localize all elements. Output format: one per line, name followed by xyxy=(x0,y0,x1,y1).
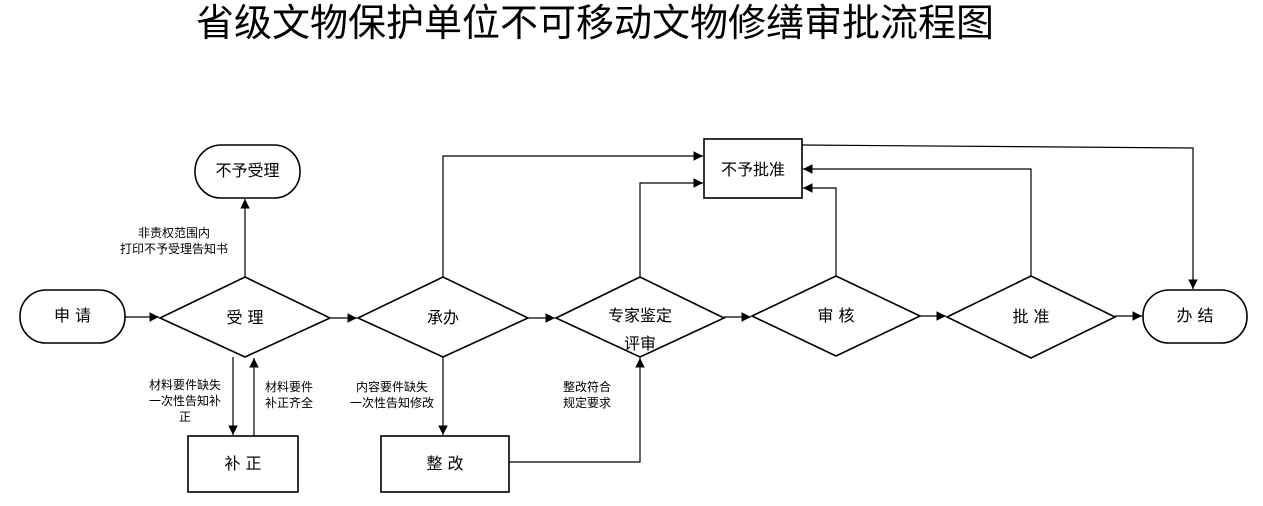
rectify-label: 整 改 xyxy=(426,454,464,473)
expert-review-label-2: 评审 xyxy=(623,334,656,353)
edge-rectify-expert xyxy=(509,358,645,463)
approve-label: 批 准 xyxy=(1012,307,1050,326)
not-approve-node xyxy=(703,138,803,199)
complete-node xyxy=(1142,289,1248,344)
correct-node xyxy=(187,435,299,493)
reject-accept-node xyxy=(194,144,301,199)
approve-node xyxy=(945,275,1117,359)
apply-label: 申 请 xyxy=(53,306,92,325)
complete-label: 办 结 xyxy=(1176,306,1214,325)
audit-label: 审 核 xyxy=(817,306,855,325)
edge-audit-not-approve xyxy=(803,183,837,276)
expert-review-label-1: 专家鉴定 xyxy=(607,306,672,325)
undertake-label: 承办 xyxy=(426,308,459,327)
edge-expert-not-approve xyxy=(639,178,703,277)
not-approve-label: 不予批准 xyxy=(720,160,785,179)
page-title: 省级文物保护单位不可移动文物修缮审批流程图 xyxy=(195,1,994,45)
reject-accept-label: 不予受理 xyxy=(215,161,280,180)
out-of-scope-note: 非责权范围内 打印不予受理告知书 xyxy=(119,226,228,256)
correct-label: 补 正 xyxy=(224,454,262,473)
edge-undertake-not-approve xyxy=(442,151,703,277)
rectify-node xyxy=(380,435,510,493)
edge-not-approve-complete xyxy=(801,144,1198,289)
materials-missing-note: 材料要件缺失 一次性告知补 正 xyxy=(148,378,221,424)
content-missing-note: 内容要件缺失 一次性告知修改 xyxy=(349,380,434,410)
expert-review-node xyxy=(554,276,726,358)
materials-complete-note: 材料要件 补正齐全 xyxy=(264,380,313,410)
edge-approve-not-approve xyxy=(803,164,1032,276)
accept-label: 受 理 xyxy=(226,308,264,327)
rectify-ok-note: 整改符合 规定要求 xyxy=(562,380,611,410)
